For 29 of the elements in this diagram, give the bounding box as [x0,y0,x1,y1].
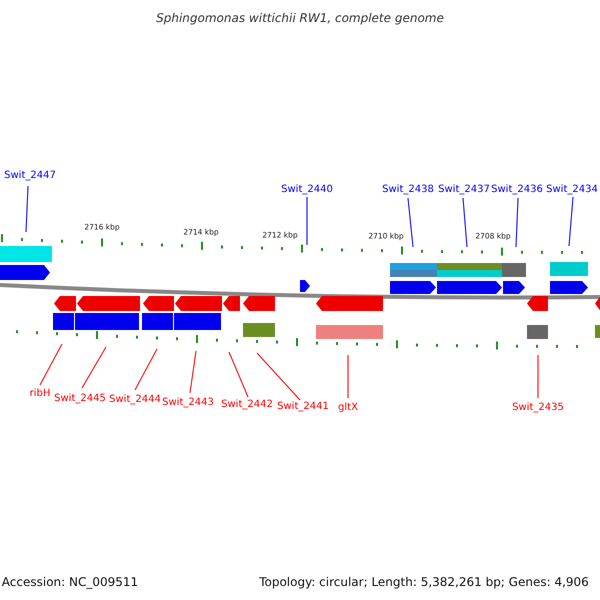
gene-label: Swit_2441 [277,402,329,412]
leader-line [134,348,158,390]
gene-label: ribH [30,389,50,399]
leader-line [408,198,414,248]
leader-line [462,198,468,248]
leader-line [190,350,196,394]
gene-label: Swit_2444 [109,395,161,405]
gene-label: Swit_2443 [162,398,214,408]
gene-label: gltX [338,403,358,413]
leader-line [568,196,574,246]
gene-label: Swit_2435 [512,403,564,413]
gene-label: Swit_2436 [491,185,543,195]
gene-label: Swit_2445 [54,394,106,404]
gene-label: Swit_2434 [546,185,598,195]
gene-label: Swit_2438 [382,185,434,195]
leader-line [40,344,62,386]
accession-label: Accession: NC_009511 [2,576,138,588]
gene-label: Swit_2447 [4,171,56,181]
leader-line [516,198,518,248]
gene-label: Swit_2442 [221,400,273,410]
leader-line [306,196,308,246]
leader-line [256,352,300,400]
title: Sphingomonas wittichii RW1, complete genome [156,12,444,24]
genome-summary: Topology: circular; Length: 5,382,261 bp; Genes: 4,906 [259,576,589,588]
gene-label: Swit_2440 [281,185,333,195]
gene-label: Swit_2437 [438,185,490,195]
leader-line [228,352,248,398]
leader-line [26,186,28,232]
leader-line [82,346,106,388]
